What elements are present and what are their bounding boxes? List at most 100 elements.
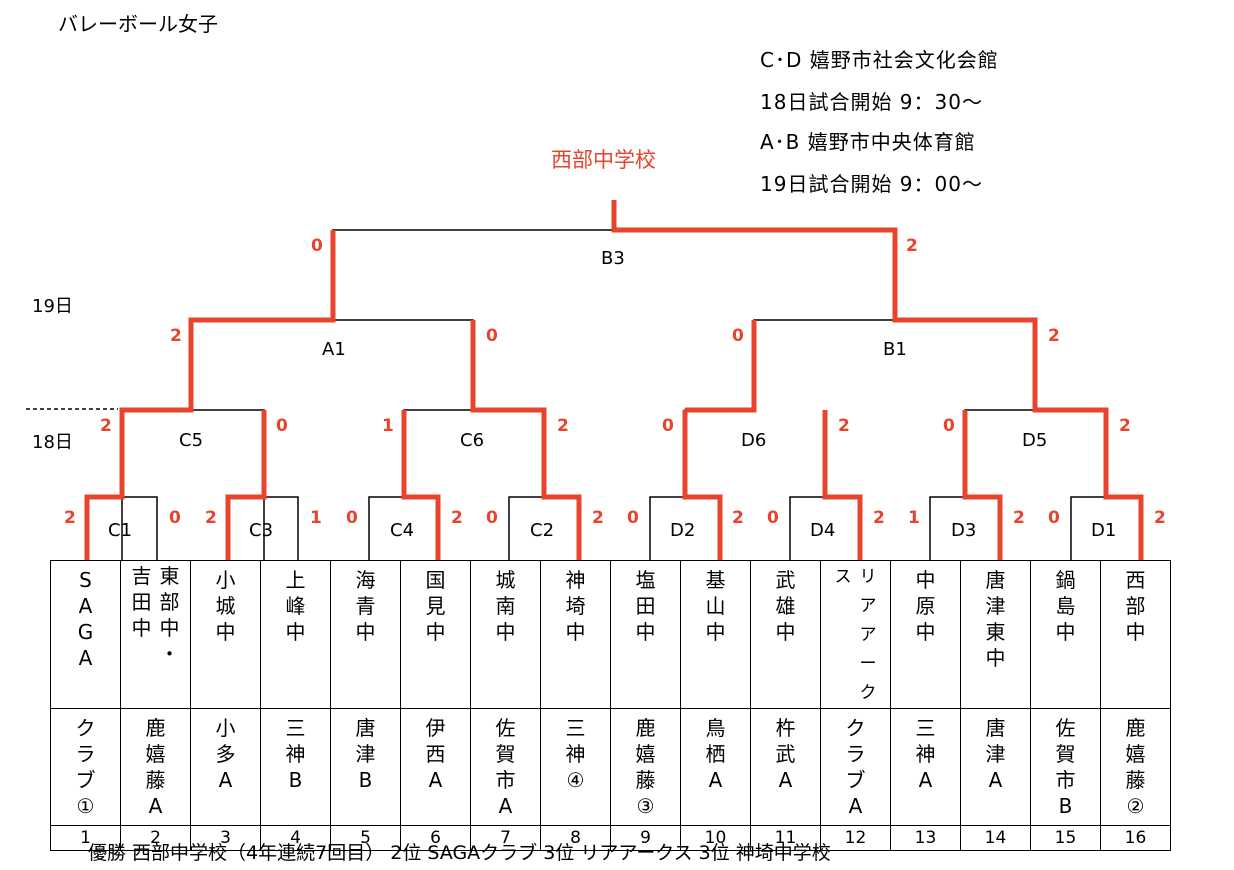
char: 中 (1125, 620, 1146, 644)
char: A (428, 768, 443, 792)
char: 三 (915, 716, 936, 740)
char: 南 (495, 594, 516, 618)
char: ア (859, 625, 877, 645)
day-label-19: 19日 (32, 296, 73, 317)
match-label-d5: D5 (1022, 430, 1048, 451)
char: 上 (285, 568, 306, 592)
venue-info-1: C･D 嬉野市社会文化会館 (760, 48, 999, 72)
char: 武 (775, 742, 796, 766)
team-number: 3 (190, 825, 261, 851)
match-label-c5: C5 (179, 430, 204, 451)
char: 市 (1055, 768, 1076, 792)
team-school-cell: 海青中 (330, 560, 401, 709)
char: 嬉 (1125, 742, 1146, 766)
char: ク (845, 716, 866, 740)
score-d1-right: 2 (1154, 508, 1166, 528)
char: G (77, 620, 94, 644)
team-school-cell: 上峰中 (260, 560, 331, 709)
char: 小 (215, 716, 236, 740)
score-c4-right: 2 (451, 508, 463, 528)
char: 神 (915, 742, 936, 766)
char: 中 (775, 620, 796, 644)
char: 栖 (705, 742, 726, 766)
char: A (78, 646, 93, 670)
score-c6-right: 2 (557, 416, 569, 436)
score-c5-left: 2 (100, 416, 112, 436)
char: 中 (495, 620, 516, 644)
char: 中 (355, 620, 376, 644)
score-c3-right: 1 (310, 508, 322, 528)
char: 藤 (1125, 768, 1146, 792)
char: リ (859, 567, 877, 587)
char: 三 (565, 716, 586, 740)
match-label-c3: C3 (249, 520, 274, 541)
char: 雄 (775, 594, 796, 618)
char: ー (859, 654, 877, 674)
char: 中 (915, 568, 936, 592)
match-label-d4: D4 (810, 520, 836, 541)
char: 鹿 (1125, 716, 1146, 740)
char: 西 (425, 742, 446, 766)
result-summary: 優勝 西部中学校（4年連続7回目） 2位 SAGAクラブ 3位 リアアークス 3… (88, 842, 831, 864)
char: 嬉 (145, 742, 166, 766)
char: 藤 (145, 768, 166, 792)
champion-label: 西部中学校 (551, 148, 656, 172)
char: 佐 (495, 716, 516, 740)
char: 峰 (285, 594, 306, 618)
char: ブ (75, 768, 96, 792)
team-number: 10 (680, 825, 751, 851)
char: 部 (159, 590, 180, 614)
team-school-cell: 武雄中 (750, 560, 821, 709)
char: 鍋 (1055, 568, 1076, 592)
char: 小 (215, 568, 236, 592)
char: A (708, 768, 723, 792)
score-c1-right: 0 (169, 508, 181, 528)
venue-info-4: 19日試合開始 9：00～ (760, 172, 983, 196)
char: 武 (775, 568, 796, 592)
char: ブ (845, 768, 866, 792)
score-c2-right: 2 (592, 508, 604, 528)
char: A (148, 794, 163, 818)
char: 津 (985, 594, 1006, 618)
page-title: バレーボール女子 (58, 12, 218, 36)
char: ④ (566, 768, 585, 792)
team-number: 13 (890, 825, 961, 851)
char: A (918, 768, 933, 792)
score-d2-left: 0 (627, 508, 639, 528)
score-d5-left: 0 (943, 416, 955, 436)
char: A (498, 794, 513, 818)
char: 中 (565, 620, 586, 644)
char: 杵 (775, 716, 796, 740)
char: 中 (131, 616, 152, 640)
char: 中 (635, 620, 656, 644)
char: 神 (565, 568, 586, 592)
char: 中 (215, 620, 236, 644)
char: A (778, 768, 793, 792)
char: 山 (705, 594, 726, 618)
char: ② (1126, 794, 1145, 818)
team-school-cell: 中原中 (890, 560, 961, 709)
score-c5-right: 0 (276, 416, 288, 436)
score-a1-left: 2 (170, 326, 182, 346)
match-label-d2: D2 (670, 520, 696, 541)
team-school-cell: 小城中 (190, 560, 261, 709)
team-school-cell: 神埼中 (540, 560, 611, 709)
team-school-cell: 塩田中 (610, 560, 681, 709)
char: 神 (285, 742, 306, 766)
char: 神 (565, 742, 586, 766)
char: ス (834, 567, 852, 587)
char: ク (859, 683, 877, 703)
char: 津 (355, 742, 376, 766)
score-d3-right: 2 (1013, 508, 1025, 528)
char: 賀 (1055, 742, 1076, 766)
char: B (288, 768, 303, 792)
